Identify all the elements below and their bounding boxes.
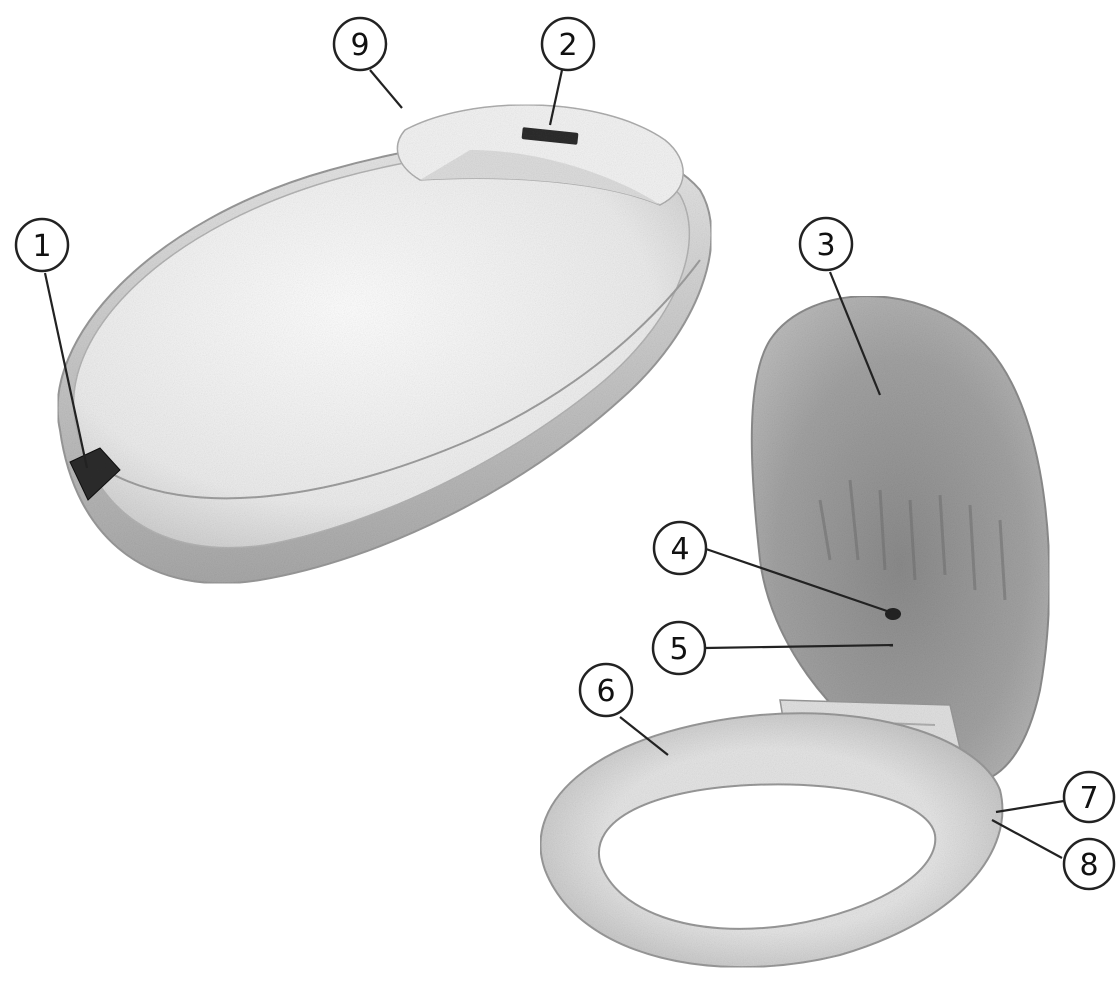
callout-4: 4 [654, 522, 706, 574]
closed-seat-lid [74, 150, 690, 547]
callout-1-label: 1 [32, 229, 51, 264]
callout-2: 2 [542, 18, 594, 70]
callout-2-label: 2 [558, 28, 577, 63]
leader-line-8 [992, 820, 1062, 858]
leader-line-7 [996, 800, 1070, 812]
callout-4-label: 4 [670, 532, 689, 567]
callout-6-label: 6 [596, 674, 615, 709]
callout-7: 7 [1064, 772, 1114, 822]
callout-8-label: 8 [1079, 848, 1098, 883]
callout-3-label: 3 [816, 228, 835, 263]
callout-3: 3 [800, 218, 852, 270]
seat-ring [540, 713, 1002, 967]
callout-5: 5 [653, 622, 705, 674]
callout-6: 6 [580, 664, 632, 716]
callout-7-label: 7 [1079, 781, 1098, 816]
callout-8: 8 [1064, 839, 1114, 889]
callout-9: 9 [334, 18, 386, 70]
callout-5-label: 5 [669, 632, 688, 667]
callout-9-label: 9 [350, 28, 369, 63]
sensor-dot [885, 608, 901, 620]
closed-toilet-seat [58, 105, 712, 583]
leader-line-9 [370, 70, 402, 108]
callout-1: 1 [16, 219, 68, 271]
